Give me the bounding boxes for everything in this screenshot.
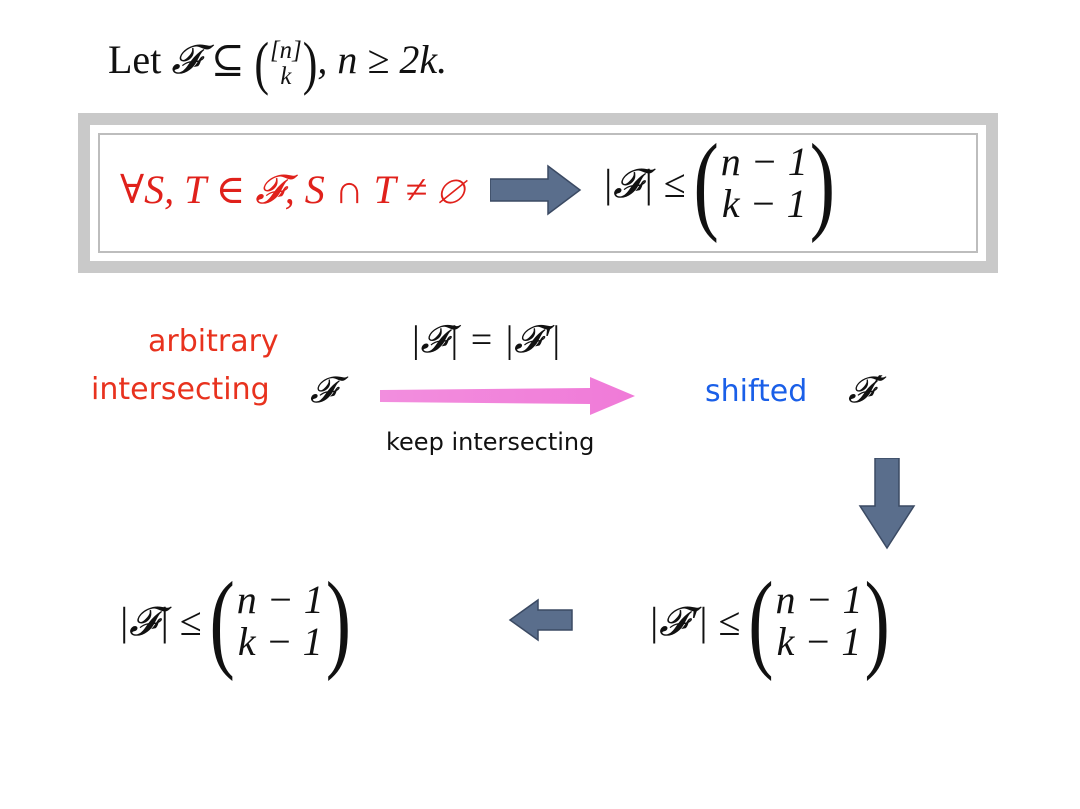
down-arrow: [858, 458, 916, 550]
bottom-left-lhs: |𝓕| ≤: [118, 598, 202, 644]
left-family-symbol: 𝓕: [310, 370, 337, 411]
label-intersecting: intersecting: [91, 372, 270, 407]
arrow-below-label: keep intersecting: [386, 428, 595, 456]
theorem-hypothesis: ∀S, T ∈ 𝓕, S ∩ T ≠ ∅: [120, 167, 464, 212]
arrow-above-equation: |𝓕| = |𝓕′|: [410, 319, 561, 361]
title-let: Let: [108, 37, 162, 82]
theorem-conclusion-binomial: ( n − 1 k − 1 ): [693, 122, 836, 244]
bottom-right-inequality: |𝓕′| ≤ ( n − 1 k − 1 ): [648, 565, 890, 677]
title-statement: Let 𝓕 ⊆ ( [n] k ) , n ≥ 2k.: [108, 30, 448, 97]
theorem-binom-top: n − 1: [720, 139, 808, 184]
theorem-binom-bottom: k − 1: [721, 181, 807, 226]
theorem-implies-arrow: [490, 164, 582, 216]
bottom-right-binom-bottom: k − 1: [776, 619, 862, 664]
bottom-left-binomial: ( n − 1 k − 1 ): [209, 560, 352, 682]
theorem-conclusion-lhs: |𝓕| ≤: [602, 160, 686, 206]
theorem-conclusion: |𝓕| ≤ ( n − 1 k − 1 ): [602, 128, 835, 238]
title-subseteq: ⊆: [210, 37, 245, 82]
label-arbitrary: arbitrary: [148, 324, 279, 359]
left-arrow: [508, 598, 573, 642]
title-binom-bottom: k: [280, 62, 292, 90]
shift-arrow: [380, 377, 635, 415]
title-family-symbol: 𝓕: [171, 37, 201, 83]
bottom-left-inequality: |𝓕| ≤ ( n − 1 k − 1 ): [118, 565, 351, 677]
bottom-right-lhs: |𝓕′| ≤: [648, 598, 741, 644]
theorem-box-outer: [78, 113, 998, 273]
bottom-right-binomial: ( n − 1 k − 1 ): [748, 560, 890, 682]
bottom-left-binom-top: n − 1: [236, 577, 324, 622]
bottom-left-binom-bottom: k − 1: [237, 619, 323, 664]
theorem-box-inner: [98, 133, 978, 253]
title-condition: , n ≥ 2k.: [317, 37, 448, 82]
right-family-symbol: 𝓕′: [848, 370, 883, 411]
title-binom-top: [n]: [270, 36, 302, 64]
label-shifted: shifted: [705, 374, 808, 409]
bottom-right-binom-top: n − 1: [775, 577, 863, 622]
title-binomial: ( [n] k ): [254, 30, 318, 97]
